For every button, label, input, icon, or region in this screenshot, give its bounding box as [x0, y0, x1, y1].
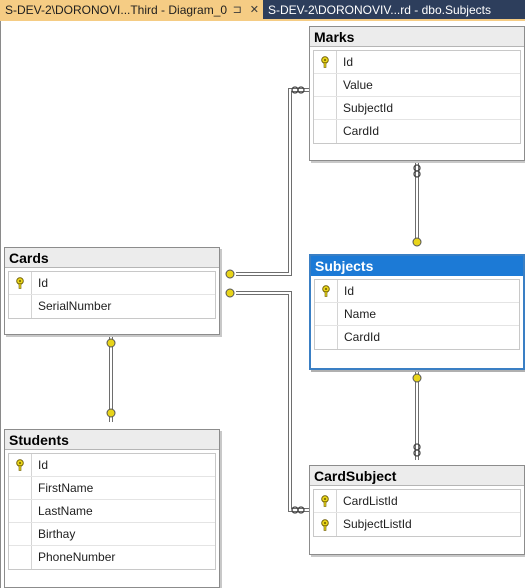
row-selector: [9, 523, 32, 545]
tab-diagram[interactable]: S-DEV-2\DORONOVI...Third - Diagram_0* ⊐ …: [0, 0, 263, 19]
column-list: CardListId SubjectListId: [313, 489, 521, 537]
pin-icon[interactable]: ⊐: [232, 4, 242, 16]
key-icon: [9, 454, 32, 476]
table-header[interactable]: CardSubject: [310, 466, 524, 486]
table-header[interactable]: Subjects: [311, 256, 523, 276]
column-name: Id: [344, 284, 355, 298]
column-row[interactable]: FirstName: [9, 477, 215, 500]
column-row[interactable]: CardId: [315, 326, 519, 349]
column-row[interactable]: CardListId: [314, 490, 520, 513]
row-selector: [9, 500, 32, 522]
column-name: Id: [38, 276, 49, 290]
column-name: LastName: [38, 504, 93, 518]
infinity-end-icon: [291, 86, 305, 94]
column-row[interactable]: Name: [315, 303, 519, 326]
column-name: Name: [344, 307, 377, 321]
tab-underline: [0, 19, 525, 21]
column-row[interactable]: Id: [9, 272, 215, 295]
column-row[interactable]: LastName: [9, 500, 215, 523]
column-name: Value: [343, 78, 373, 92]
row-selector: [314, 74, 337, 96]
column-name: Id: [343, 55, 354, 69]
column-row[interactable]: Id: [314, 51, 520, 74]
tab-diagram-title: S-DEV-2\DORONOVI...Third - Diagram_0*: [5, 2, 227, 17]
column-name: SerialNumber: [38, 299, 112, 313]
key-icon: [314, 51, 337, 73]
column-list: Id Name CardId: [314, 279, 520, 350]
infinity-end-icon: [413, 164, 421, 178]
document-tab-bar: S-DEV-2\DORONOVI...Third - Diagram_0* ⊐ …: [0, 0, 525, 19]
key-icon: [9, 272, 32, 294]
row-selector: [9, 295, 32, 318]
key-icon: [314, 513, 337, 536]
row-selector: [314, 97, 337, 119]
infinity-end-icon: [291, 506, 305, 514]
relationship-marks-cards[interactable]: [236, 88, 309, 276]
table-subjects[interactable]: Subjects Id Name CardId: [309, 254, 525, 370]
close-icon[interactable]: ✕: [249, 4, 259, 16]
column-name: FirstName: [38, 481, 94, 495]
column-list: Id Value SubjectId CardId: [313, 50, 521, 144]
column-row[interactable]: PhoneNumber: [9, 546, 215, 569]
row-selector: [314, 120, 337, 143]
column-row[interactable]: Value: [314, 74, 520, 97]
key-icon: [314, 490, 337, 512]
column-list: Id SerialNumber: [8, 271, 216, 319]
column-name: PhoneNumber: [38, 550, 116, 564]
column-name: SubjectId: [343, 101, 394, 115]
column-row[interactable]: Id: [315, 280, 519, 303]
tab-subjects-title: S-DEV-2\DORONOVIV...rd - dbo.Subjects: [268, 2, 491, 17]
column-row[interactable]: SubjectListId: [314, 513, 520, 536]
tab-subjects[interactable]: S-DEV-2\DORONOVIV...rd - dbo.Subjects: [263, 0, 525, 19]
row-selector: [9, 477, 32, 499]
column-row[interactable]: SerialNumber: [9, 295, 215, 318]
table-cardsubject[interactable]: CardSubject CardListId SubjectListId: [309, 465, 525, 555]
column-name: CardId: [344, 330, 381, 344]
column-row[interactable]: SubjectId: [314, 97, 520, 120]
table-marks[interactable]: Marks Id Value SubjectId CardId: [309, 26, 525, 161]
row-selector: [315, 326, 338, 349]
column-name: SubjectListId: [343, 517, 412, 531]
column-name: CardId: [343, 124, 380, 138]
relationship-cards-cardsubject[interactable]: [236, 291, 309, 512]
row-selector: [9, 546, 32, 569]
table-students[interactable]: Students Id FirstName LastName Birthay P…: [4, 429, 220, 588]
row-selector: [315, 303, 338, 325]
table-header[interactable]: Cards: [5, 248, 219, 268]
table-header[interactable]: Students: [5, 430, 219, 450]
column-row[interactable]: CardId: [314, 120, 520, 143]
key-icon: [315, 280, 338, 302]
column-list: Id FirstName LastName Birthay PhoneNumbe…: [8, 453, 216, 570]
diagram-left-edge: [0, 21, 1, 588]
column-row[interactable]: Birthay: [9, 523, 215, 546]
table-cards[interactable]: Cards Id SerialNumber: [4, 247, 220, 335]
column-name: Id: [38, 458, 49, 472]
column-name: Birthay: [38, 527, 76, 541]
table-header[interactable]: Marks: [310, 27, 524, 47]
infinity-end-icon: [413, 443, 421, 457]
column-row[interactable]: Id: [9, 454, 215, 477]
column-name: CardListId: [343, 494, 398, 508]
key-end-icon: [106, 237, 422, 418]
